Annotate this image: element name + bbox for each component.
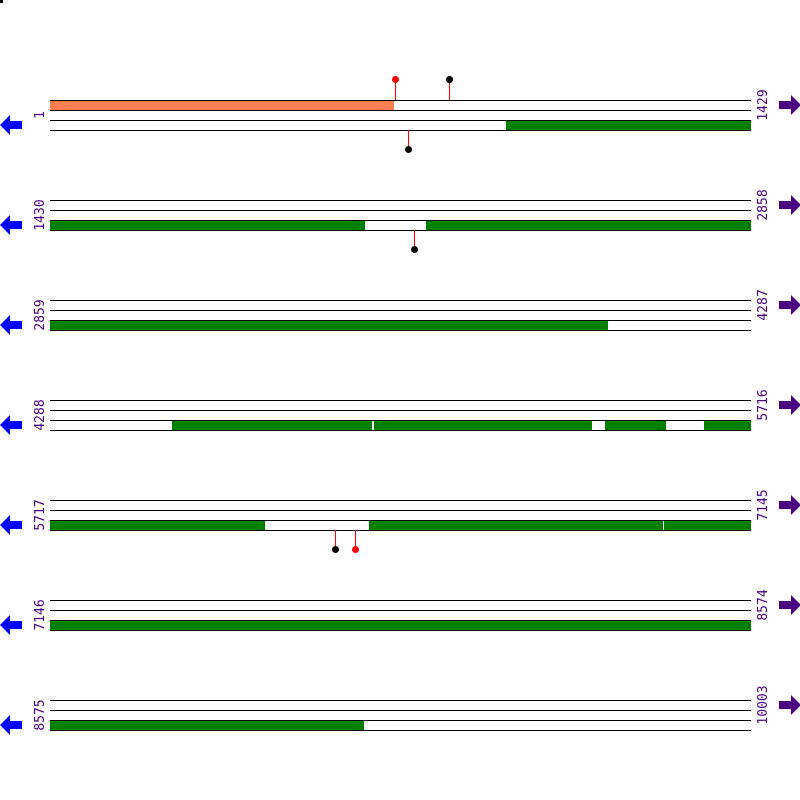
track-line xyxy=(50,620,751,621)
red-marker-dot xyxy=(352,546,359,553)
right-arrow-icon[interactable] xyxy=(779,194,800,216)
track-line xyxy=(50,330,751,331)
track-line xyxy=(50,230,751,231)
track-line xyxy=(50,300,751,301)
track-line xyxy=(50,720,751,721)
track-line xyxy=(50,310,751,311)
track-line xyxy=(50,600,751,601)
marker-stem xyxy=(395,80,396,100)
cds-segment xyxy=(506,120,751,130)
start-position-label: 2859 xyxy=(33,299,48,331)
feature-segment xyxy=(50,100,394,110)
black-marker-dot xyxy=(446,76,453,83)
cds-segment xyxy=(50,520,265,530)
end-position-label: 5716 xyxy=(756,389,771,421)
cds-segment xyxy=(704,420,751,430)
cds-segment xyxy=(426,220,751,230)
track-line xyxy=(50,630,751,631)
cds-segment xyxy=(369,520,663,530)
cds-segment xyxy=(50,320,608,330)
end-position-label: 7145 xyxy=(756,489,771,521)
track-line xyxy=(50,130,751,131)
marker-stem xyxy=(414,230,415,250)
track-line xyxy=(50,110,751,111)
track-line xyxy=(50,220,751,221)
track-line xyxy=(50,700,751,701)
left-arrow-icon[interactable] xyxy=(0,214,22,236)
cds-segment xyxy=(50,720,364,730)
track-line xyxy=(50,520,751,521)
left-arrow-icon[interactable] xyxy=(0,314,22,336)
cds-segment xyxy=(172,420,372,430)
start-position-label: 5717 xyxy=(33,499,48,531)
right-arrow-icon[interactable] xyxy=(779,394,800,416)
track-line xyxy=(50,710,751,711)
track-line xyxy=(50,530,751,531)
cds-segment xyxy=(50,620,751,630)
cds-segment xyxy=(605,420,666,430)
track-line xyxy=(50,200,751,201)
marker-stem xyxy=(449,80,450,100)
track-line xyxy=(50,410,751,411)
black-marker-dot xyxy=(405,146,412,153)
track-line xyxy=(50,210,751,211)
black-marker-dot xyxy=(411,246,418,253)
track-line xyxy=(50,510,751,511)
start-position-label: 8575 xyxy=(33,699,48,731)
left-arrow-icon[interactable] xyxy=(0,514,22,536)
track-line xyxy=(50,100,751,101)
left-arrow-icon[interactable] xyxy=(0,114,22,136)
track-line xyxy=(50,120,751,121)
left-arrow-icon[interactable] xyxy=(0,614,22,636)
marker-stem xyxy=(408,130,409,150)
start-position-label: 4288 xyxy=(33,399,48,431)
cds-segment xyxy=(664,520,751,530)
start-position-label: 1430 xyxy=(33,199,48,231)
red-marker-dot xyxy=(392,76,399,83)
black-marker-dot xyxy=(332,546,339,553)
end-position-label: 10003 xyxy=(756,685,771,725)
cds-segment xyxy=(50,220,365,230)
marker-stem xyxy=(355,530,356,550)
track-line xyxy=(50,320,751,321)
corner-dot xyxy=(0,0,3,3)
start-position-label: 7146 xyxy=(33,599,48,631)
end-position-label: 4287 xyxy=(756,289,771,321)
right-arrow-icon[interactable] xyxy=(779,494,800,516)
left-arrow-icon[interactable] xyxy=(0,714,22,736)
track-line xyxy=(50,500,751,501)
right-arrow-icon[interactable] xyxy=(779,94,800,116)
right-arrow-icon[interactable] xyxy=(779,694,800,716)
cds-segment xyxy=(374,420,592,430)
track-line xyxy=(50,420,751,421)
marker-stem xyxy=(335,530,336,550)
track-line xyxy=(50,430,751,431)
left-arrow-icon[interactable] xyxy=(0,414,22,436)
right-arrow-icon[interactable] xyxy=(779,594,800,616)
right-arrow-icon[interactable] xyxy=(779,294,800,316)
end-position-label: 8574 xyxy=(756,589,771,621)
track-line xyxy=(50,730,751,731)
end-position-label: 1429 xyxy=(756,89,771,121)
track-line xyxy=(50,610,751,611)
track-line xyxy=(50,400,751,401)
start-position-label: 1 xyxy=(33,111,48,119)
end-position-label: 2858 xyxy=(756,189,771,221)
